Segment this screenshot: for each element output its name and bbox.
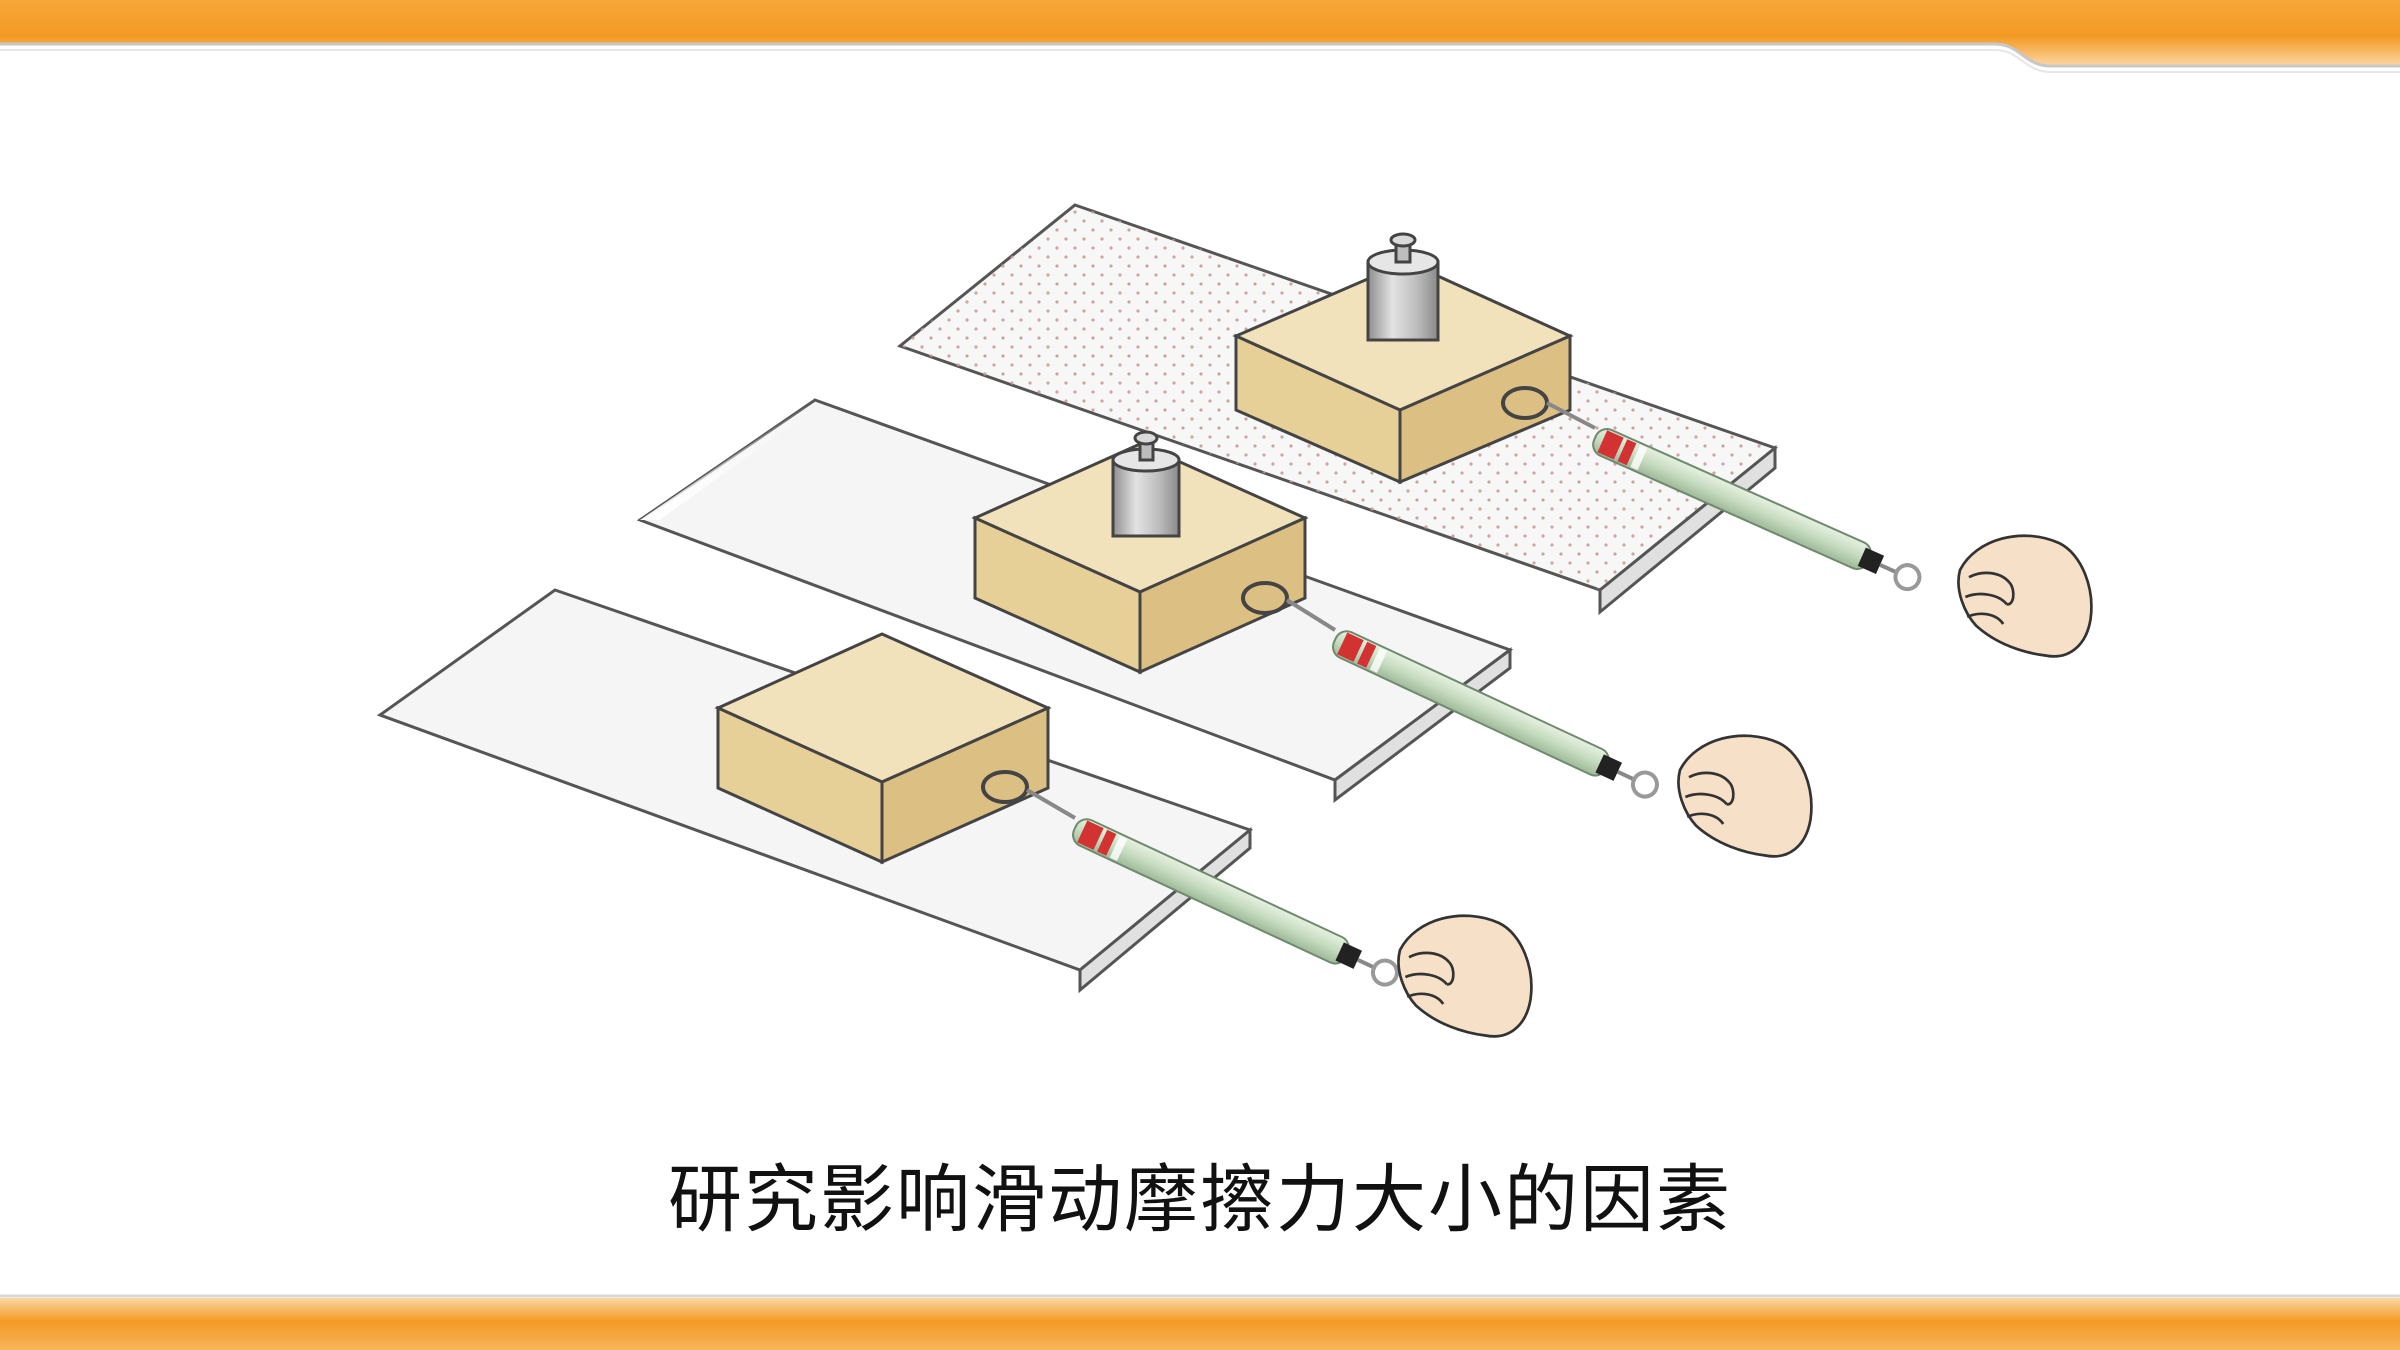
hand-icon	[1677, 734, 1813, 858]
header-stripe	[0, 0, 2400, 73]
footer-stripe	[0, 1294, 2400, 1350]
setup-smooth-board-with-weight	[636, 398, 1813, 858]
slide-caption: 研究影响滑动摩擦力大小的因素	[668, 1157, 1732, 1243]
cylinder-weight-icon	[1111, 430, 1181, 538]
setup-smooth-board-no-weight	[376, 588, 1533, 1038]
cylinder-weight-icon	[1366, 232, 1440, 342]
hand-icon	[1957, 534, 2093, 658]
friction-experiment-illustration	[376, 203, 2093, 1038]
block-side	[1398, 333, 1572, 485]
hand-icon	[1397, 914, 1533, 1038]
setup-rough-board-with-weight	[896, 203, 2093, 658]
